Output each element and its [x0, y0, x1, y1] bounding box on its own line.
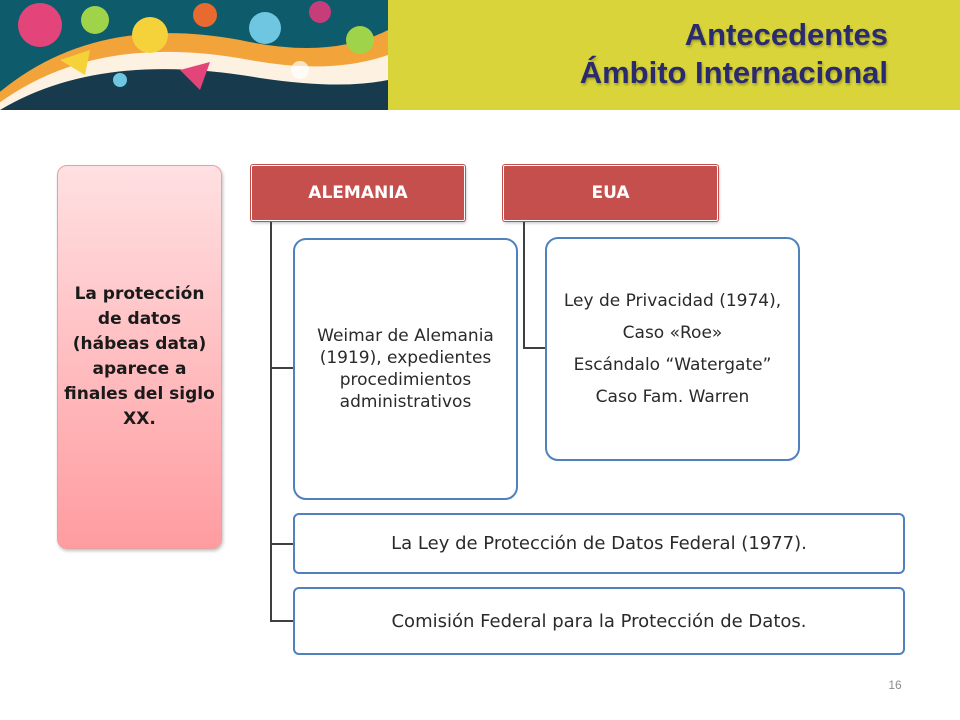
intro-box: La protección de datos (hábeas data) apa…: [57, 165, 222, 549]
federal-law-box: La Ley de Protección de Datos Federal (1…: [293, 513, 905, 574]
federal-commission-box: Comisión Federal para la Protección de D…: [293, 587, 905, 655]
alemania-connector-vertical: [270, 222, 272, 622]
alemania-heading-label: ALEMANIA: [308, 183, 408, 203]
connector-to-law: [270, 543, 294, 545]
slide-title-line1: Antecedentes: [684, 17, 888, 52]
header-illustration: [0, 0, 388, 110]
federal-commission-text: Comisión Federal para la Protección de D…: [391, 610, 807, 632]
page-number: 16: [888, 678, 902, 692]
eua-item: Caso «Roe»: [622, 323, 723, 343]
connector-to-weimar: [270, 367, 294, 369]
alemania-heading: ALEMANIA: [251, 165, 465, 221]
eua-connector-vertical: [523, 222, 525, 348]
weimar-text: Weimar de Alemania (1919), expedientes p…: [317, 326, 494, 412]
slide-title: Antecedentes Ámbito Internacional: [580, 16, 888, 92]
eua-item: Ley de Privacidad (1974),: [563, 291, 782, 311]
slide-title-line2: Ámbito Internacional: [579, 55, 888, 90]
eua-item: Caso Fam. Warren: [595, 387, 750, 407]
intro-text: La protección de datos (hábeas data) apa…: [64, 284, 215, 429]
eua-box: Ley de Privacidad (1974), Caso «Roe» Esc…: [545, 237, 800, 461]
eua-heading: EUA: [503, 165, 718, 221]
eua-item: Escándalo “Watergate”: [573, 355, 772, 375]
federal-law-text: La Ley de Protección de Datos Federal (1…: [391, 533, 807, 554]
eua-heading-label: EUA: [591, 183, 630, 203]
connector-to-eua-box: [523, 347, 545, 349]
weimar-box: Weimar de Alemania (1919), expedientes p…: [293, 238, 518, 500]
header-band: [388, 0, 960, 110]
connector-to-commission: [270, 620, 294, 622]
